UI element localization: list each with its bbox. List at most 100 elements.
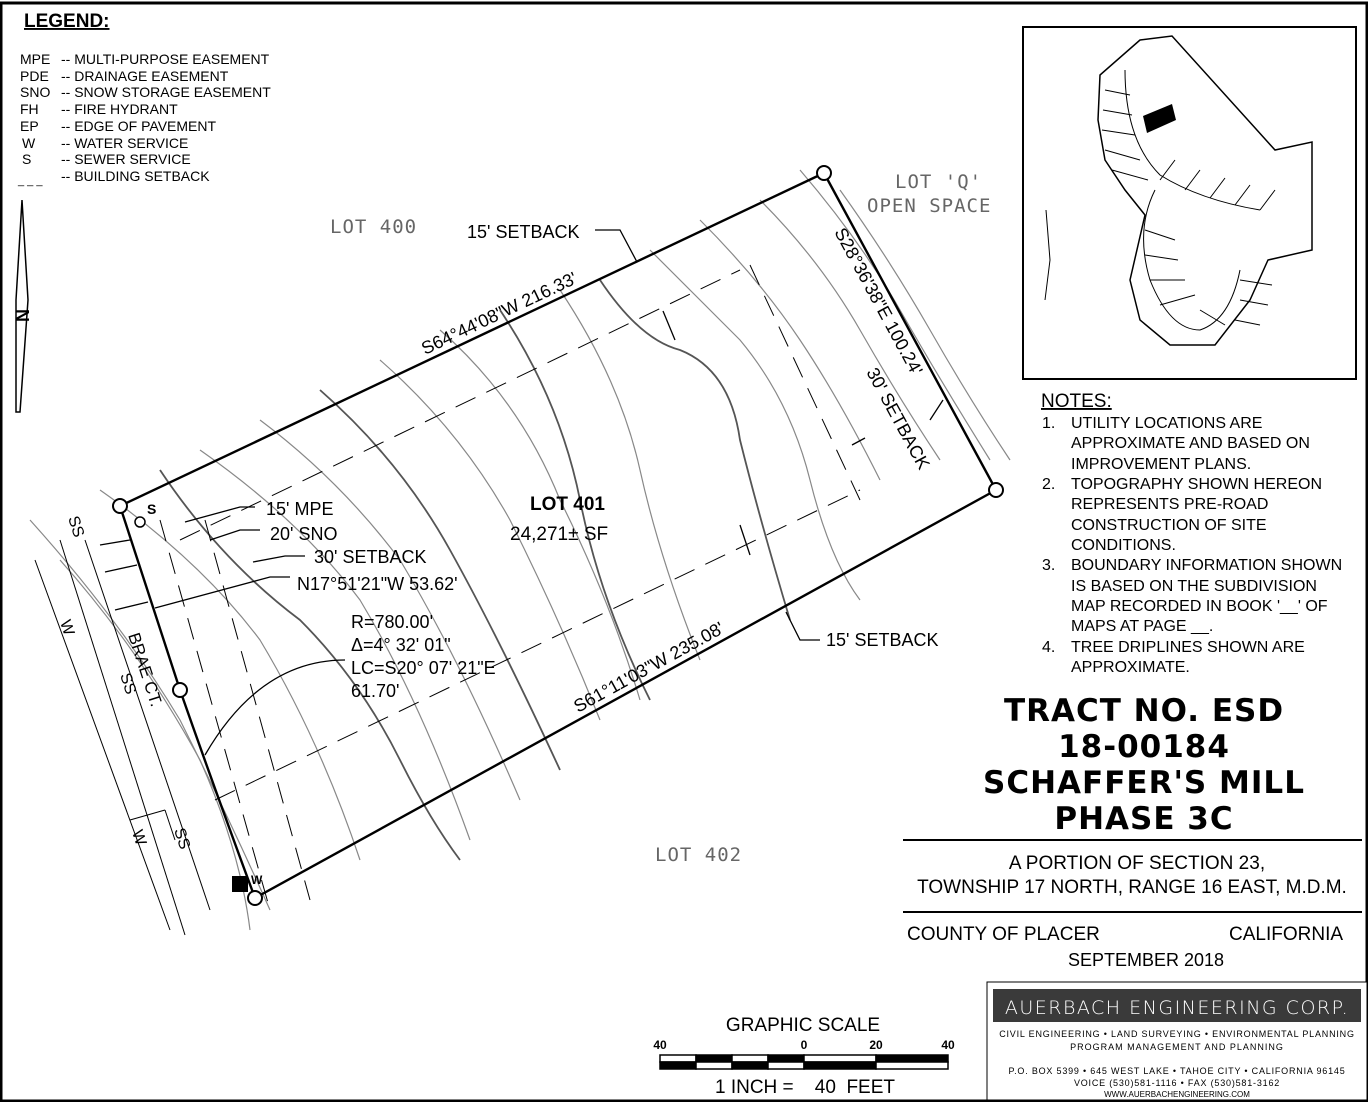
note-line: REPRESENTS PRE-ROAD [1071,496,1268,513]
company-address: P.O. BOX 5399 • 645 WEST LAKE • TAHOE CI… [1008,1066,1345,1076]
date: SEPTEMBER 2018 [1068,950,1224,970]
north-bearing: S64°44'08"W 216.33' [418,268,580,359]
company-website: WWW.AUERBACHENGINEERING.COM [1104,1090,1250,1099]
curve-delta: Δ=4° 32' 01" [351,635,451,655]
note-line: IMPROVEMENT PLANS. [1071,456,1251,473]
curve-long-chord: LC=S20° 07' 21"E [351,658,496,678]
west-setback: 30' SETBACK [314,547,426,567]
portion-line-1: A PORTION OF SECTION 23, [1009,853,1265,874]
legend-desc: -- SEWER SERVICE [61,151,191,167]
legend-key: _ _ _ [17,175,43,187]
note-line: BOUNDARY INFORMATION SHOWN [1071,557,1342,574]
note-line: UTILITY LOCATIONS ARE [1071,415,1262,432]
plan-labels: LOT 400 LOT 'Q' OPEN SPACE LOT 402 LOT 4… [56,171,991,887]
legend-desc: -- BUILDING SETBACK [61,168,210,184]
legend-key: FH [20,101,39,117]
open-space-label: OPEN SPACE [867,195,991,217]
company-services: PROGRAM MANAGEMENT AND PLANNING [1070,1042,1284,1052]
note-number: 3. [1042,557,1055,574]
notes-title: NOTES: [1041,391,1112,412]
legend-key: MPE [20,51,50,67]
company-services: CIVIL ENGINEERING • LAND SURVEYING • ENV… [999,1029,1355,1039]
lot-401-label: LOT 401 [530,494,605,515]
topography-contours [29,169,1011,931]
note-line: CONSTRUCTION OF SITE [1071,517,1267,534]
brae-court-road [34,539,211,936]
note-line: APPROXIMATE. [1071,659,1190,676]
note-number: 2. [1042,476,1055,493]
lot-401-boundary [118,171,998,900]
legend-desc: -- MULTI-PURPOSE EASEMENT [61,51,270,67]
legend-title: LEGEND: [24,11,110,32]
note-line: TREE DRIPLINES SHOWN ARE [1071,639,1305,656]
scale-tick: 20 [869,1038,883,1052]
legend-desc: -- WATER SERVICE [61,135,188,151]
notes: NOTES: 1. UTILITY LOCATIONS ARE APPROXIM… [1041,391,1342,676]
legend-key: SNO [20,84,50,100]
mpe-label: 15' MPE [266,499,333,519]
legend-desc: -- EDGE OF PAVEMENT [61,118,216,134]
portion-line-2: TOWNSHIP 17 NORTH, RANGE 16 EAST, M.D.M. [917,877,1347,898]
note-line: IS BASED ON THE SUBDIVISION [1071,578,1317,595]
north-label: N [12,309,32,322]
north-setback: 15' SETBACK [467,222,579,242]
note-line: CONDITIONS. [1071,537,1176,554]
sewer-line-label: SS [64,514,87,540]
note-line: MAPS AT PAGE __. [1071,618,1213,635]
note-number: 1. [1042,415,1055,432]
water-line-label: W [128,828,149,848]
graphic-scale: GRAPHIC SCALE 40 0 20 40 1 INCH = 40 FEE… [653,1015,955,1098]
lot-q-label: LOT 'Q' [895,171,982,193]
scale-title: GRAPHIC SCALE [726,1015,880,1036]
sewer-line-label: SS [116,671,139,697]
vicinity-map [1022,26,1357,380]
legend-key: PDE [20,68,49,84]
sno-label: 20' SNO [270,524,337,544]
company-logo: AUERBACH ENGINEERING CORP. [1005,997,1349,1019]
sewer-service-label: S [147,501,156,517]
legend-key: W [22,135,36,151]
note-number: 4. [1042,639,1055,656]
legend-desc: -- SNOW STORAGE EASEMENT [61,84,271,100]
legend-desc: -- DRAINAGE EASEMENT [61,68,229,84]
lot-400-label: LOT 400 [330,216,417,238]
scale-tick: 0 [801,1038,808,1052]
vicinity-lot-highlight [1143,104,1176,133]
scale-caption: 1 INCH = 40 FEET [715,1077,895,1098]
east-bearing: S28°36'38"E 100.24' [830,224,926,378]
leader-lines [99,229,944,756]
curve-length: 61.70' [351,681,399,701]
north-arrow-icon: N [12,199,32,413]
legend-key: EP [20,118,39,134]
south-bearing: S61°11'03"W 235.08' [570,618,727,717]
county: COUNTY OF PLACER [907,924,1100,945]
legend-key: S [22,151,31,167]
note-line: MAP RECORDED IN BOOK '__' OF [1071,598,1328,615]
note-line: APPROXIMATE AND BASED ON [1071,435,1310,452]
water-meter-icon [232,876,248,892]
sewer-line-label: SS [170,826,193,852]
curve-radius: R=780.00' [351,612,433,632]
tract-title-line: TRACT NO. ESD [1004,693,1284,729]
building-setback-lines [159,264,861,911]
company-phone: VOICE (530)581-1116 • FAX (530)581-3162 [1074,1078,1280,1088]
company-block: AUERBACH ENGINEERING CORP. CIVIL ENGINEE… [986,981,1368,1101]
water-line-label: W [56,618,77,638]
water-service-label: W [251,873,263,887]
street-name: BRAE CT. [124,630,166,709]
note-line: TOPOGRAPHY SHOWN HEREON [1071,476,1322,493]
west-bearing: N17°51'21"W 53.62' [297,574,458,594]
legend: LEGEND: MPE -- MULTI-PURPOSE EASEMENT PDE… [17,11,271,187]
boundary-monuments [112,165,1004,906]
state: CALIFORNIA [1229,924,1343,945]
south-setback: 15' SETBACK [826,630,938,650]
lot-402-label: LOT 402 [655,844,742,866]
lot-401-area: 24,271± SF [510,524,608,545]
tract-title-line: 18-00184 [1058,729,1230,765]
title-block: TRACT NO. ESD 18-00184 SCHAFFER'S MILL P… [903,693,1362,970]
tract-title-line: PHASE 3C [1054,801,1233,837]
legend-desc: -- FIRE HYDRANT [61,101,178,117]
